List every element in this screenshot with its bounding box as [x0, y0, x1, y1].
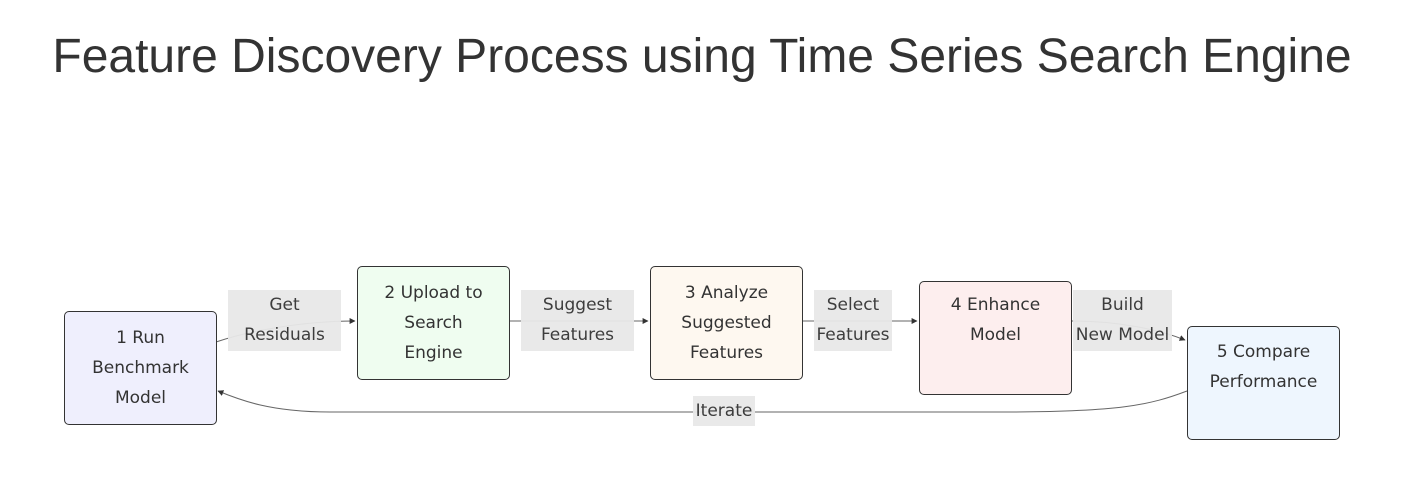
edge-label-get-residuals: Get Residuals	[228, 290, 341, 351]
node-compare-performance: 5 Compare Performance	[1187, 326, 1340, 440]
node-label: 1 Run Benchmark Model	[92, 328, 189, 408]
node-upload-to-search-engine: 2 Upload to Search Engine	[357, 266, 510, 380]
edge-label-iterate: Iterate	[693, 396, 755, 426]
node-analyze-suggested-features: 3 Analyze Suggested Features	[650, 266, 803, 380]
node-label: 5 Compare Performance	[1209, 342, 1318, 392]
node-label: 2 Upload to Search Engine	[384, 283, 483, 363]
diagram-title: Feature Discovery Process using Time Ser…	[52, 30, 1352, 83]
node-label: 3 Analyze Suggested Features	[681, 283, 772, 363]
edge-label-select-features: Select Features	[814, 290, 892, 351]
node-enhance-model: 4 Enhance Model	[919, 281, 1072, 395]
edge-label-build-new-model: Build New Model	[1073, 290, 1172, 351]
edge-label-suggest-features: Suggest Features	[521, 290, 634, 351]
node-label: 4 Enhance Model	[950, 295, 1041, 345]
node-run-benchmark-model: 1 Run Benchmark Model	[64, 311, 217, 425]
edge-iterate	[217, 390, 1188, 413]
